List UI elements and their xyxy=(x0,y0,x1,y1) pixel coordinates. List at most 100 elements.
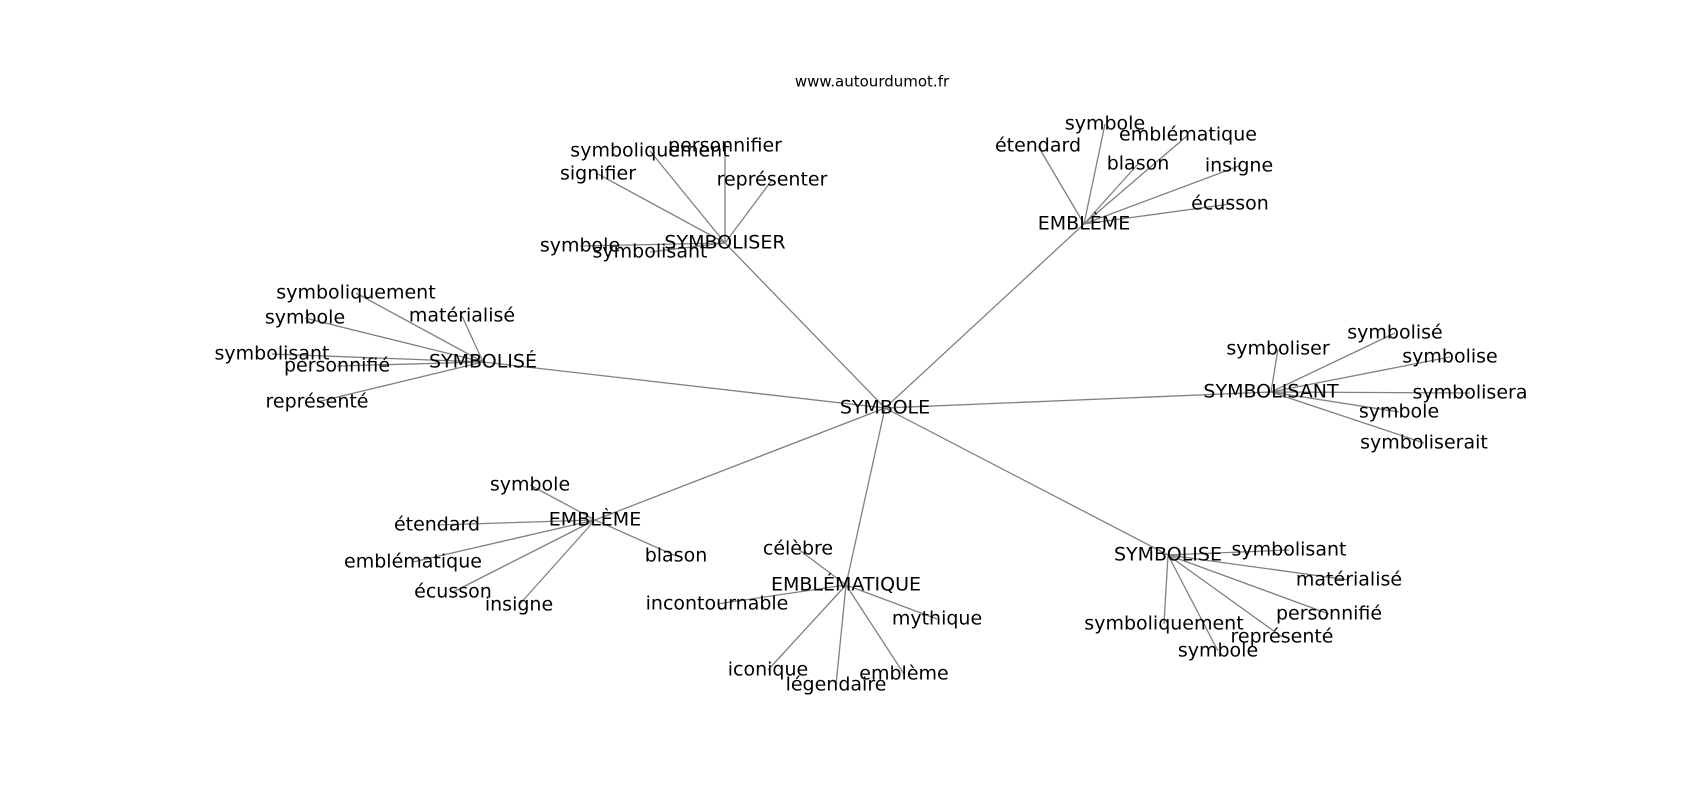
leaf-node-label: symbolise xyxy=(1402,346,1497,368)
edge-hub-to-leaf xyxy=(1167,554,1350,581)
edge-hub-to-leaf xyxy=(304,317,484,363)
leaf-node-label: symboliser xyxy=(1226,338,1329,360)
edge-hub-to-leaf xyxy=(724,179,773,244)
edge-hub-to-leaf xyxy=(461,315,484,363)
leaf-node-label: symbolisant xyxy=(1232,539,1347,561)
edge-hub-to-leaf xyxy=(1270,356,1451,393)
edge-hub-to-leaf xyxy=(845,584,905,675)
leaf-node-label: symbole xyxy=(490,474,570,496)
edge-hub-to-leaf xyxy=(716,584,847,605)
edge-hub-to-leaf xyxy=(1270,391,1425,444)
edge-hub-to-leaf xyxy=(518,519,596,606)
edge-hub-to-leaf xyxy=(1083,165,1240,225)
leaf-node-label: emblématique xyxy=(344,551,482,573)
edge-hub-to-leaf xyxy=(529,484,596,521)
edge-center-to-hub xyxy=(594,407,886,521)
leaf-node-label: écusson xyxy=(1191,193,1269,215)
edge-hub-to-leaf xyxy=(797,548,847,586)
leaf-node-label: matérialisé xyxy=(1296,569,1402,591)
hub-node-label: SYMBOLISÉ xyxy=(429,350,537,373)
edge-hub-to-leaf xyxy=(1167,549,1290,556)
edge-hub-to-leaf xyxy=(1083,134,1189,225)
site-url-label: www.autourdumot.fr xyxy=(795,73,950,91)
leaf-node-label: étendard xyxy=(995,135,1081,157)
leaf-node-label: signifier xyxy=(560,163,636,185)
leaf-node-label: célèbre xyxy=(763,538,833,560)
hub-node-label: EMBLÈME xyxy=(549,508,641,531)
leaf-node-label: symbolisant xyxy=(593,241,708,263)
edge-hub-to-leaf xyxy=(1270,332,1396,393)
edge-center-to-hub xyxy=(884,407,1169,556)
edge-hub-to-leaf xyxy=(1083,163,1139,225)
edge-hub-to-leaf xyxy=(597,173,726,244)
edge-hub-to-leaf xyxy=(845,584,938,620)
leaf-node-label: personnifié xyxy=(284,355,390,377)
edge-hub-to-leaf xyxy=(1083,123,1106,225)
edge-center-to-hub xyxy=(884,391,1272,409)
leaf-node-label: représenté xyxy=(266,391,369,413)
leaf-node-label: mythique xyxy=(892,608,982,630)
edge-hub-to-leaf xyxy=(1083,203,1231,225)
edge-hub-to-leaf xyxy=(835,584,847,686)
leaf-node-label: symbolisé xyxy=(1347,322,1442,344)
leaf-node-label: emblématique xyxy=(1119,124,1257,146)
leaf-node-label: matérialisé xyxy=(409,305,515,327)
edge-center-to-hub xyxy=(884,223,1085,409)
leaf-node-label: écusson xyxy=(414,581,492,603)
leaf-node-label: symbole xyxy=(265,307,345,329)
edge-hub-to-leaf xyxy=(1037,145,1085,225)
edge-hub-to-leaf xyxy=(436,519,596,526)
edge-hub-to-leaf xyxy=(649,242,726,253)
edge-hub-to-leaf xyxy=(1167,554,1283,638)
edge-hub-to-leaf xyxy=(579,242,726,247)
leaf-node-label: symbole xyxy=(1359,401,1439,423)
edge-center-to-hub xyxy=(724,242,886,409)
edge-hub-to-leaf xyxy=(1270,348,1279,393)
leaf-node-label: incontournable xyxy=(646,593,789,615)
edge-hub-to-leaf xyxy=(336,361,484,367)
leaf-node-label: symboliquement xyxy=(570,140,729,162)
edge-hub-to-leaf xyxy=(649,150,726,244)
leaf-node-label: symbole xyxy=(1065,113,1145,135)
leaf-node-label: blason xyxy=(645,545,708,567)
edge-hub-to-leaf xyxy=(1163,554,1169,625)
edge-hub-to-leaf xyxy=(594,519,677,557)
edge-hub-to-leaf xyxy=(1167,554,1219,652)
leaf-node-label: insigne xyxy=(485,594,553,616)
leaf-node-label: symbole xyxy=(540,235,620,257)
leaf-node-label: symboliserait xyxy=(1360,432,1488,454)
leaf-node-label: symboliquement xyxy=(276,282,435,304)
edge-hub-to-leaf xyxy=(1270,391,1471,394)
leaf-node-label: étendard xyxy=(394,514,480,536)
edge-hub-to-leaf xyxy=(1167,554,1330,615)
edge-center-to-hub xyxy=(845,407,886,586)
hub-node-label: SYMBOLISANT xyxy=(1203,381,1339,403)
leaf-node-label: iconique xyxy=(728,659,808,681)
edge-hub-to-leaf xyxy=(1270,391,1400,413)
leaf-node-label: représenté xyxy=(1231,626,1334,648)
leaf-node-label: légendaire xyxy=(786,674,887,696)
edge-hub-to-leaf xyxy=(452,519,596,593)
hub-node-label: EMBLÉMATIQUE xyxy=(771,573,921,596)
edge-hub-to-leaf xyxy=(767,584,847,671)
edge-center-to-hub xyxy=(482,361,886,409)
edge-hub-to-leaf xyxy=(271,353,484,363)
center-node-label: SYMBOLE xyxy=(840,397,930,419)
leaf-node-label: insigne xyxy=(1205,155,1273,177)
graph-edges xyxy=(271,123,1471,686)
leaf-node-label: blason xyxy=(1107,153,1170,175)
edge-hub-to-leaf xyxy=(412,519,596,563)
leaf-node-label: emblème xyxy=(859,663,948,685)
hub-node-label: SYMBOLISE xyxy=(1114,544,1222,566)
leaf-node-label: symbole xyxy=(1178,640,1258,662)
graph-labels: www.autourdumot.fr SYMBOLE SYMBOLISERsym… xyxy=(215,73,1528,696)
edge-hub-to-leaf xyxy=(316,361,484,403)
hub-node-label: EMBLÈME xyxy=(1038,212,1130,235)
leaf-node-label: personnifier xyxy=(668,135,782,157)
hub-node-label: SYMBOLISER xyxy=(664,232,785,254)
leaf-node-label: symbolisant xyxy=(215,343,330,365)
leaf-node-label: symboliquement xyxy=(1084,613,1243,635)
edge-hub-to-leaf xyxy=(355,292,484,363)
leaf-node-label: personnifié xyxy=(1276,603,1382,625)
